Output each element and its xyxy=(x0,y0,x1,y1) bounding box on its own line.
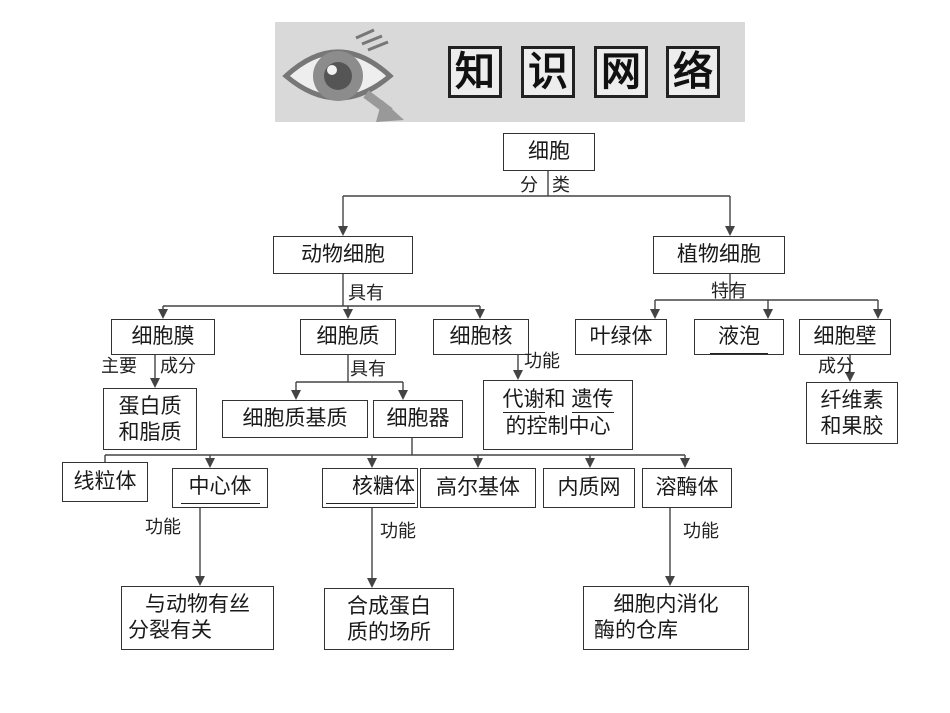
node-cell-membrane: 细胞膜 xyxy=(111,319,215,355)
ribosome-label: 核糖体 xyxy=(326,469,415,504)
label-function-nucleus: 功能 xyxy=(524,351,560,372)
ribosome-function-line-2: 质的场所 xyxy=(347,620,431,644)
eye-icon xyxy=(282,28,404,122)
node-animal-cell: 动物细胞 xyxy=(273,236,413,274)
node-cytoplasm: 细胞质 xyxy=(300,319,396,355)
node-nucleus-function: 代谢和遗传 的控制中心 xyxy=(483,380,633,450)
lysosome-function-line-1: 细胞内消化 xyxy=(613,592,719,616)
arrowhead xyxy=(725,226,735,236)
label-composition-wall: 成分 xyxy=(818,356,854,377)
title-char-1: 知 xyxy=(448,46,502,98)
node-ribosome-function: 合成蛋白 质的场所 xyxy=(324,588,454,650)
arrowhead xyxy=(763,309,773,319)
centrosome-function-line-2: 分裂有关 xyxy=(128,618,212,642)
arrowhead xyxy=(680,458,690,468)
arrowhead xyxy=(650,309,660,319)
arrowhead xyxy=(845,372,855,382)
arrowhead xyxy=(473,458,483,468)
arrowhead xyxy=(338,226,348,236)
arrowhead xyxy=(513,370,523,380)
arrowhead xyxy=(158,309,168,319)
label-has-animal: 具有 xyxy=(348,283,384,304)
node-centrosome-function: 与动物有丝 分裂有关 xyxy=(121,586,274,650)
node-lysosome-function: 细胞内消化 酶的仓库 xyxy=(583,586,749,650)
label-classify-1: 分 xyxy=(520,175,538,196)
node-plant-cell: 植物细胞 xyxy=(653,236,785,274)
arrowhead xyxy=(205,458,215,468)
node-organelle: 细胞器 xyxy=(373,400,463,438)
nucleus-function-joiner: 和 xyxy=(544,387,566,411)
cellulose-line-1: 纤维素 xyxy=(820,388,884,412)
label-classify-2: 类 xyxy=(552,175,570,196)
node-chloroplast: 叶绿体 xyxy=(575,319,667,355)
cellulose-line-2: 和果胶 xyxy=(820,414,884,438)
arrowhead xyxy=(367,458,377,468)
node-cell: 细胞 xyxy=(503,133,595,171)
arrowhead xyxy=(195,576,205,586)
arrowhead xyxy=(475,309,485,319)
centrosome-label: 中心体 xyxy=(180,469,260,504)
title-char-2: 识 xyxy=(521,46,575,98)
blank-heredity: 遗传 xyxy=(571,387,614,413)
node-mitochondria: 线粒体 xyxy=(62,462,148,502)
node-cell-wall: 细胞壁 xyxy=(799,319,891,355)
node-er: 内质网 xyxy=(543,468,635,508)
node-golgi: 高尔基体 xyxy=(420,468,536,508)
protein-lipid-line-1: 蛋白质 xyxy=(118,394,182,418)
node-nucleus: 细胞核 xyxy=(433,319,529,355)
arrowhead xyxy=(291,390,301,400)
node-lysosome: 溶酶体 xyxy=(642,468,732,508)
node-centrosome: 中心体 xyxy=(172,468,268,508)
arrowhead xyxy=(665,576,675,586)
label-composition-membrane: 成分 xyxy=(160,356,196,377)
nucleus-function-line-2: 的控制中心 xyxy=(505,414,611,438)
node-cytoplasm-matrix: 细胞质基质 xyxy=(222,400,368,438)
protein-lipid-line-2: 和脂质 xyxy=(118,420,182,444)
arrowhead xyxy=(585,458,595,468)
label-has-cytoplasm: 具有 xyxy=(350,359,386,380)
label-special-has: 特有 xyxy=(711,281,747,302)
title-char-3: 网 xyxy=(594,46,648,98)
arrowhead xyxy=(398,390,408,400)
ribosome-function-line-1: 合成蛋白 xyxy=(347,594,431,618)
label-main: 主要 xyxy=(101,356,137,377)
arrowhead xyxy=(150,378,160,388)
label-function-ribosome: 功能 xyxy=(380,521,416,542)
nucleus-function-line-1: 代谢和遗传 xyxy=(484,386,632,413)
arrowhead xyxy=(873,309,883,319)
title-char-4: 络 xyxy=(666,46,720,98)
node-cellulose-pectin: 纤维素 和果胶 xyxy=(806,382,898,444)
node-ribosome: 核糖体 xyxy=(322,468,418,508)
label-function-lysosome: 功能 xyxy=(683,521,719,542)
node-vacuole: 液泡 xyxy=(694,319,784,355)
arrowhead xyxy=(367,578,377,588)
centrosome-function-line-1: 与动物有丝 xyxy=(145,592,250,616)
vacuole-label: 液泡 xyxy=(710,320,768,354)
label-function-centrosome: 功能 xyxy=(145,517,181,538)
node-protein-lipid: 蛋白质 和脂质 xyxy=(103,388,197,450)
blank-metabolism: 代谢 xyxy=(502,387,545,413)
arrowhead xyxy=(343,309,353,319)
lysosome-function-line-2: 酶的仓库 xyxy=(594,618,678,642)
